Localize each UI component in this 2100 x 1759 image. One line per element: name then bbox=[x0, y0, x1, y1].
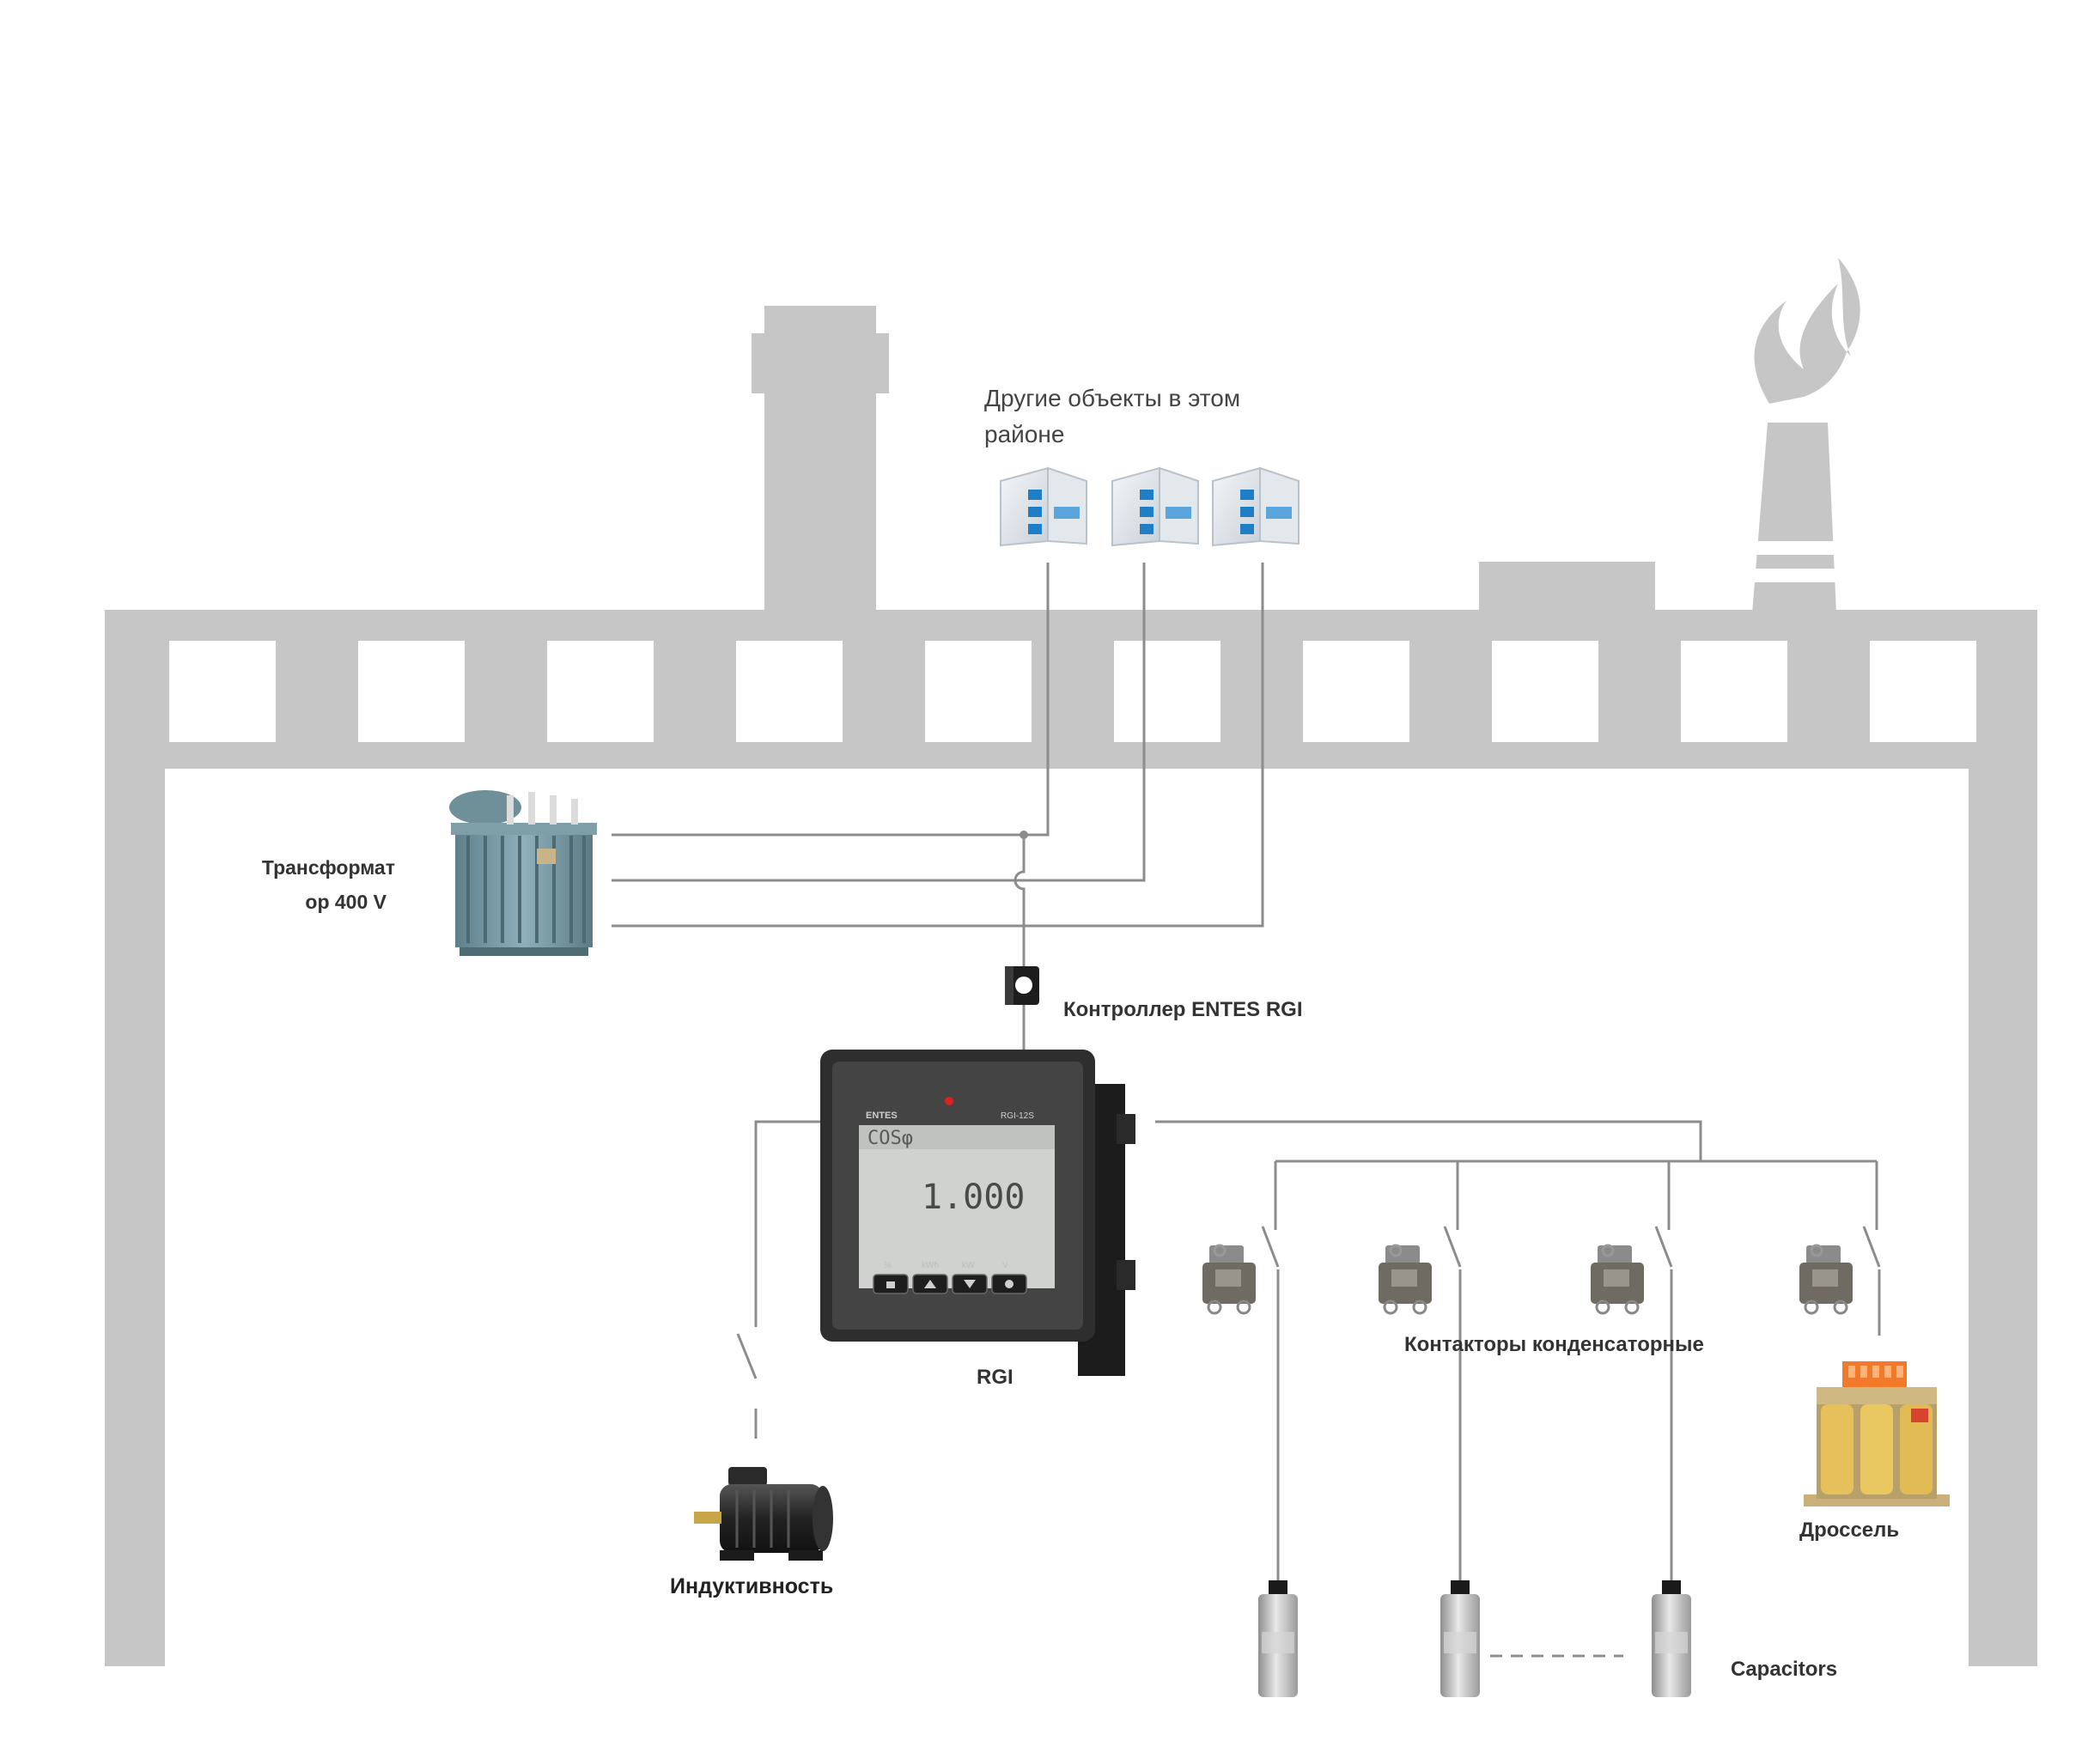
device-brand: ENTES bbox=[866, 1111, 898, 1121]
controller-device-icon: ENTES RGI-12S COSφ 1.000 % kWh kW V bbox=[820, 1050, 1135, 1376]
roof-windows bbox=[169, 641, 1976, 742]
inductance-label: Индуктивность bbox=[670, 1574, 834, 1598]
button-label: V bbox=[1002, 1261, 1008, 1270]
building-icon bbox=[1000, 466, 1300, 547]
rgi-label: RGI bbox=[977, 1366, 1013, 1389]
contactors-label: Контакторы конденсаторные bbox=[1404, 1333, 1704, 1356]
contactor-icon bbox=[1202, 1244, 1853, 1315]
transformer-label: Трансформат ор 400 V bbox=[249, 850, 395, 919]
factory-building bbox=[105, 258, 2037, 1666]
transformer-icon bbox=[449, 790, 597, 956]
capacitors-label: Capacitors bbox=[1731, 1658, 1838, 1681]
chimney-stripe bbox=[1752, 541, 1836, 555]
transformer-label-line2: ор 400 V bbox=[305, 891, 387, 913]
status-led bbox=[945, 1097, 953, 1105]
controller-label: Контроллер ENTES RGI bbox=[1063, 998, 1303, 1021]
button-label: kW bbox=[962, 1261, 975, 1270]
other-objects-label: Другие объекты в этом районе bbox=[984, 385, 1241, 447]
display-value: 1.000 bbox=[922, 1178, 1025, 1217]
wiring bbox=[612, 563, 1881, 1587]
choke-label: Дроссель bbox=[1799, 1519, 1900, 1542]
button-label: % bbox=[884, 1261, 892, 1270]
device-model: RGI-12S bbox=[1001, 1111, 1034, 1121]
display-top: COSφ bbox=[867, 1128, 913, 1149]
choke-icon bbox=[1804, 1361, 1950, 1506]
transformer-label-line1: Трансформат bbox=[261, 856, 395, 879]
chimney-stripe bbox=[1752, 569, 1836, 582]
motor-icon bbox=[694, 1467, 833, 1561]
button-label: kWh bbox=[922, 1261, 939, 1270]
current-transformer-icon bbox=[1005, 966, 1039, 1005]
capacitor-icon bbox=[1258, 1580, 1691, 1697]
junction-dot bbox=[1020, 831, 1028, 839]
